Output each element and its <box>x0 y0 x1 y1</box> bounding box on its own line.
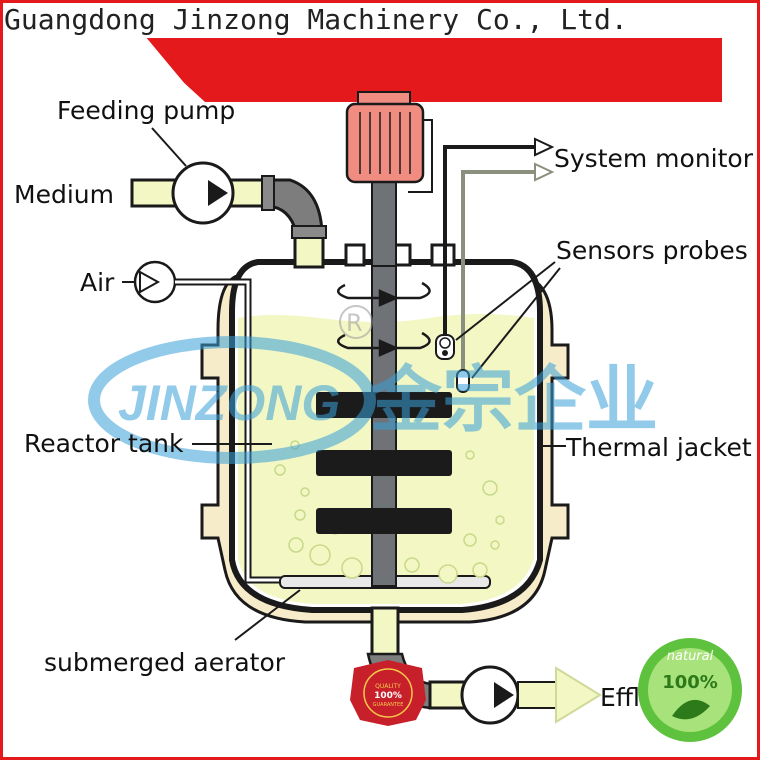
aerator-leader <box>234 589 301 641</box>
sensor-probe-2 <box>456 369 470 393</box>
label-submerged-aerator: submerged aerator <box>44 648 286 677</box>
label-medium: Medium <box>14 180 114 209</box>
bubble <box>463 533 477 547</box>
jinzong-watermark: JINZONG 金宗企业 R <box>88 305 658 464</box>
bubble <box>495 515 505 525</box>
registered-mark <box>339 305 373 339</box>
bubble <box>490 540 500 550</box>
sensor-leader-1 <box>455 261 556 341</box>
label-sensors-probes: Sensors probes <box>556 236 748 265</box>
elbow-flange-2 <box>291 225 327 239</box>
leaf-icon <box>672 699 710 720</box>
monitor-line-black <box>443 145 535 346</box>
air-pipe-core <box>175 280 282 582</box>
sensor-leader-2 <box>471 267 561 379</box>
impeller-top <box>316 392 452 418</box>
motor-fins <box>359 112 411 174</box>
natural-badge: natural 100% <box>638 638 742 742</box>
rotation-arrows <box>337 281 431 357</box>
monitor-line-grey <box>461 170 535 370</box>
bubble <box>404 557 420 573</box>
red-banner <box>135 38 722 102</box>
effluent-arrow <box>555 666 602 724</box>
quality-line2: 100% <box>374 691 402 701</box>
bubble <box>341 557 363 579</box>
shaft-housing <box>371 175 397 267</box>
bubble <box>300 487 310 497</box>
inlet-port <box>293 233 325 269</box>
watermark-chinese: 金宗企业 <box>369 358 658 442</box>
outlet-pipe <box>370 606 400 658</box>
sensor-probe-1-dot2 <box>442 350 448 356</box>
label-effluent: Effl <box>600 683 640 712</box>
quality-line1: QUALITY <box>375 683 401 690</box>
bubble <box>309 544 331 566</box>
company-header: Guangdong Jinzong Machinery Co., Ltd. <box>4 3 628 36</box>
motor-cable <box>408 119 433 193</box>
label-thermal-jacket: Thermal jacket <box>566 433 752 462</box>
monitor-arrow-grey <box>534 162 555 182</box>
feeding-pump-leader <box>151 127 187 167</box>
label-air: Air <box>80 268 115 297</box>
bubble <box>482 480 498 496</box>
quality-badge: QUALITY 100% GUARANTEE <box>350 660 426 726</box>
bubble <box>438 564 458 584</box>
elbow-pipe <box>266 178 324 234</box>
natural-top: natural <box>667 649 714 664</box>
quality-line3: GUARANTEE <box>373 702 404 708</box>
registered-letter: R <box>346 309 363 337</box>
feeding-pump-arrow <box>208 180 228 206</box>
label-system-monitor: System monitor <box>554 144 753 173</box>
air-pump-arrow <box>139 270 161 294</box>
bubble <box>465 450 475 460</box>
bubble <box>274 464 286 476</box>
quality-ring <box>363 668 413 718</box>
elbow-flange-1 <box>261 175 275 211</box>
bubble <box>294 509 306 521</box>
watermark-brand: JINZONG <box>118 375 340 431</box>
bubble <box>472 562 488 578</box>
feeding-pump-circle <box>171 161 235 225</box>
label-feeding-pump: Feeding pump <box>57 96 236 125</box>
quality-seal <box>350 660 426 726</box>
natural-percent: 100% <box>662 672 718 693</box>
effluent-pump-arrow <box>494 682 514 708</box>
impeller-bottom <box>316 508 452 534</box>
impeller-middle <box>316 450 452 476</box>
bubble <box>288 537 304 553</box>
natural-inner <box>648 648 732 732</box>
monitor-arrow-black <box>534 137 555 157</box>
sensor-probe-1-dot <box>439 337 451 349</box>
effluent-pipe <box>517 681 559 709</box>
medium-pipe <box>130 178 179 208</box>
red-banner-left <box>40 30 200 102</box>
label-reactor-tank: Reactor tank <box>24 429 184 458</box>
agitation-motor <box>345 102 425 184</box>
port-center-left <box>344 243 366 267</box>
outlet-pipe-2 <box>428 680 467 710</box>
watermark-ellipse <box>88 336 376 464</box>
